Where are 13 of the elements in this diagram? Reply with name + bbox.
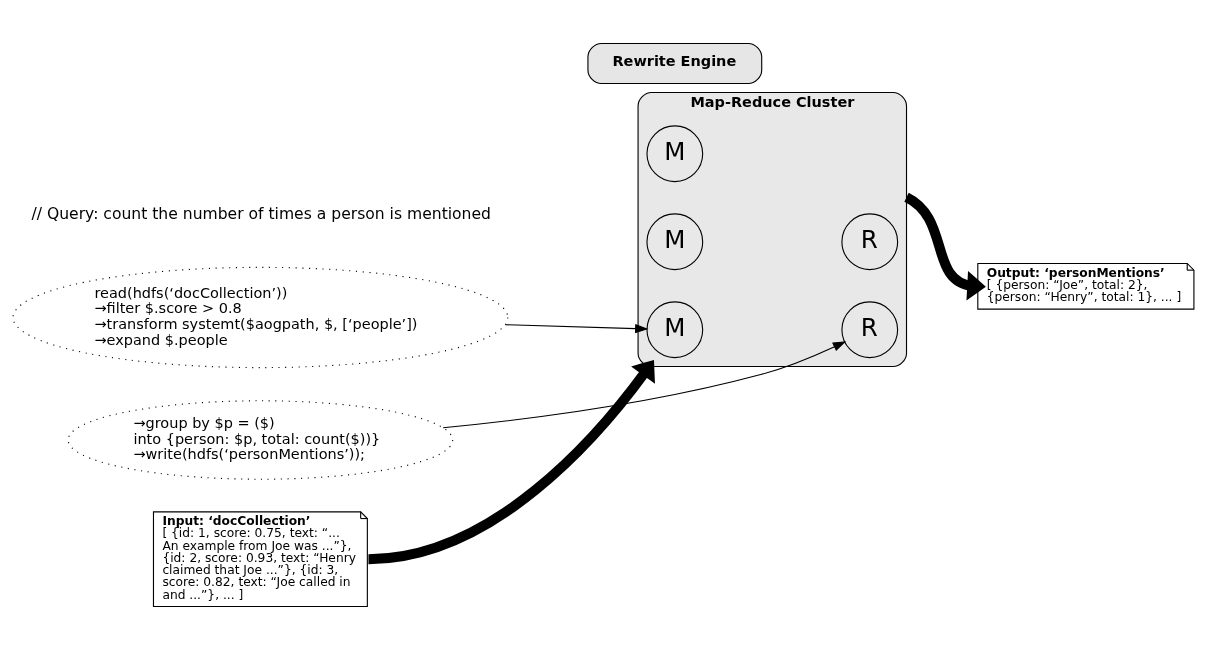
- arrow: [504, 323, 649, 333]
- node-circle: R: [841, 300, 899, 358]
- node-ellipse: →group by $p = ($) into {person: $p, total: count($))} →write(hdfs(‘personMentions’));: [67, 399, 454, 480]
- node-circle: M: [646, 300, 704, 358]
- node-circle: M: [646, 212, 704, 270]
- label: // Query: count the number of times a person is mentioned: [31, 204, 491, 223]
- node-ellipse: read(hdfs(‘docCollection’)) →filter $.score > 0.8 →transform systemt($aogpath, $, [‘people’]) →expand $.people: [12, 266, 509, 368]
- node-box: Rewrite Engine: [587, 42, 763, 84]
- node-circle: M: [646, 124, 704, 182]
- arrow: [368, 359, 655, 564]
- arrow: [442, 340, 847, 428]
- arrow: [903, 192, 986, 300]
- node-circle: R: [841, 212, 899, 270]
